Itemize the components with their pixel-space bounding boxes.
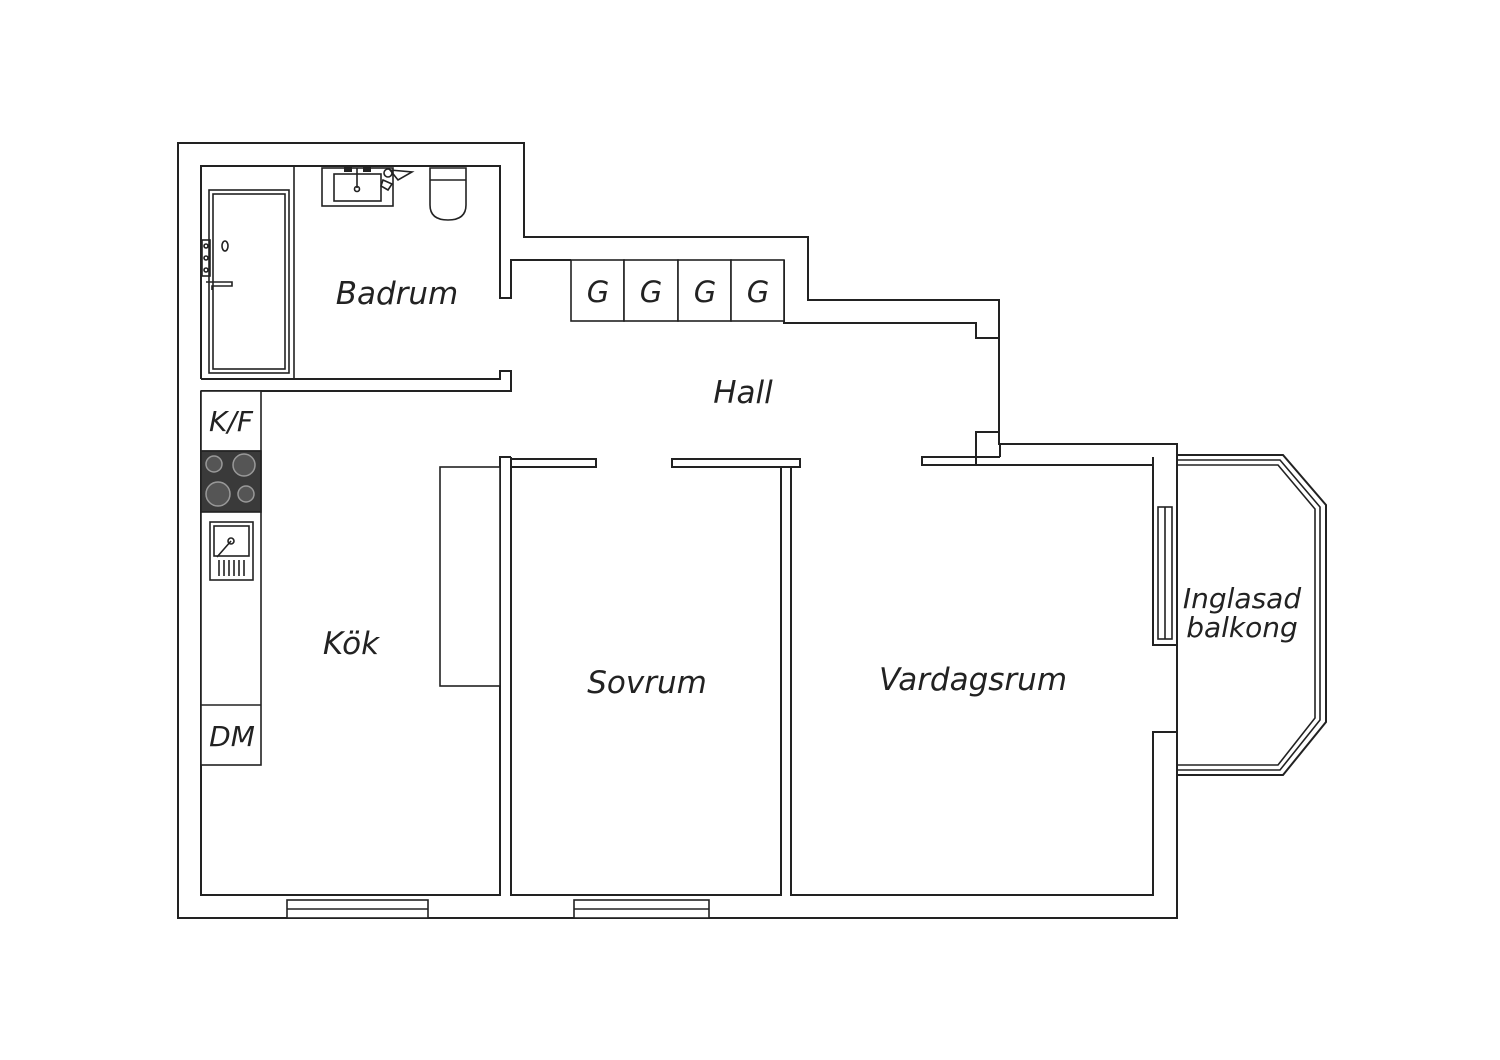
room-label-hall: Hall <box>713 375 773 411</box>
toilet <box>429 167 467 221</box>
room-label-balkong-line2: balkong <box>1186 611 1298 644</box>
kitchen-sink <box>209 521 254 581</box>
wardrobe-label: G <box>694 275 716 309</box>
glazed-balcony <box>1177 454 1327 776</box>
wardrobe-label: G <box>747 275 769 309</box>
hall-upper-wall <box>783 260 1001 466</box>
wardrobes: G G G G <box>570 259 785 322</box>
room-label-balkong-line1: Inglasad <box>1183 582 1301 615</box>
bathroom-walls <box>200 165 571 392</box>
outer-wall <box>177 142 1178 919</box>
room-label-sovrum: Sovrum <box>587 665 707 701</box>
wardrobe-label: G <box>640 275 662 309</box>
shower <box>201 189 290 374</box>
wardrobe-4 <box>730 259 785 322</box>
room-label-vardagsrum: Vardagsrum <box>879 662 1067 698</box>
kitchen-counter <box>200 390 262 766</box>
appliance-label-dm: DM <box>209 720 255 753</box>
bathroom-sink <box>321 167 415 207</box>
room-label-badrum: Badrum <box>336 276 459 312</box>
wardrobe-label: G <box>587 275 609 309</box>
room-label-kok: Kök <box>323 626 380 662</box>
appliance-label-kf: K/F <box>209 405 254 438</box>
wardrobe-1 <box>570 259 625 322</box>
wardrobe-2 <box>623 259 679 322</box>
windows <box>286 899 710 919</box>
wardrobe-3 <box>677 259 732 322</box>
livingroom-walls <box>790 457 1177 896</box>
